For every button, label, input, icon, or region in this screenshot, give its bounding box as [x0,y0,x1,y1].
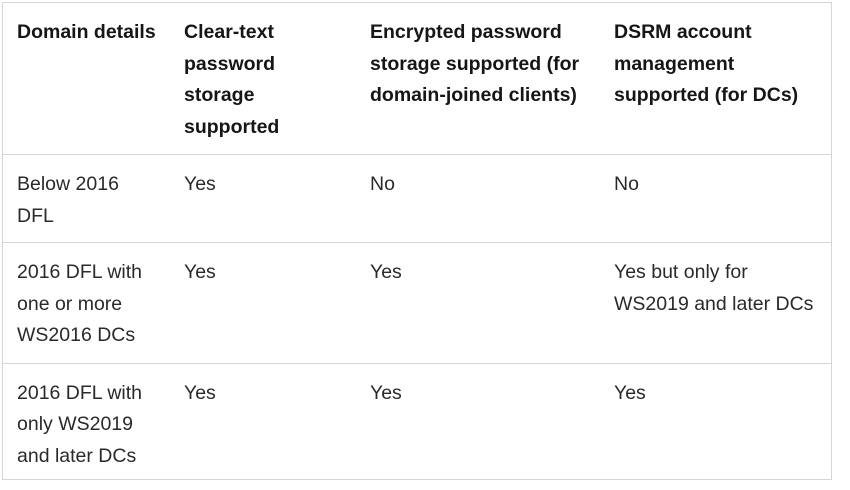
cell-encrypted-storage: Yes [370,381,402,404]
header-dsrm-management: DSRM account management supported (for D… [614,21,799,106]
cell-dsrm-management: No [614,173,639,195]
table-row: Below 2016 DFL Yes No No [3,154,831,243]
cell-clear-text-storage: Yes [184,261,216,283]
cell-encrypted-storage: No [370,173,395,195]
cell-encrypted-storage: Yes [370,261,402,283]
cell-domain-details: Below 2016 DFL [17,173,119,227]
header-clear-text-storage: Clear-text password storage supported [184,21,280,138]
cell-domain-details: 2016 DFL with one or more WS2016 DCs [17,261,143,346]
domain-support-table-container: Domain details Clear-text password stora… [2,2,832,480]
table-header: Domain details Clear-text password stora… [3,3,831,155]
cell-dsrm-management: Yes [614,381,646,404]
cell-clear-text-storage: Yes [184,173,216,195]
table-row: 2016 DFL with one or more WS2016 DCs Yes… [3,242,831,364]
table-body: Below 2016 DFL Yes No No 2016 DFL with o… [3,154,831,484]
cell-clear-text-storage: Yes [184,381,216,404]
header-row: Domain details Clear-text password stora… [3,3,831,155]
cell-domain-details: 2016 DFL with only WS2019 and later DCs [17,381,143,467]
domain-support-table: Domain details Clear-text password stora… [3,3,831,483]
header-encrypted-storage: Encrypted password storage supported (fo… [370,21,580,106]
cell-dsrm-management: Yes but only for WS2019 and later DCs [614,261,814,315]
table-row: 2016 DFL with only WS2019 and later DCs … [3,363,831,483]
header-domain-details: Domain details [17,21,156,43]
